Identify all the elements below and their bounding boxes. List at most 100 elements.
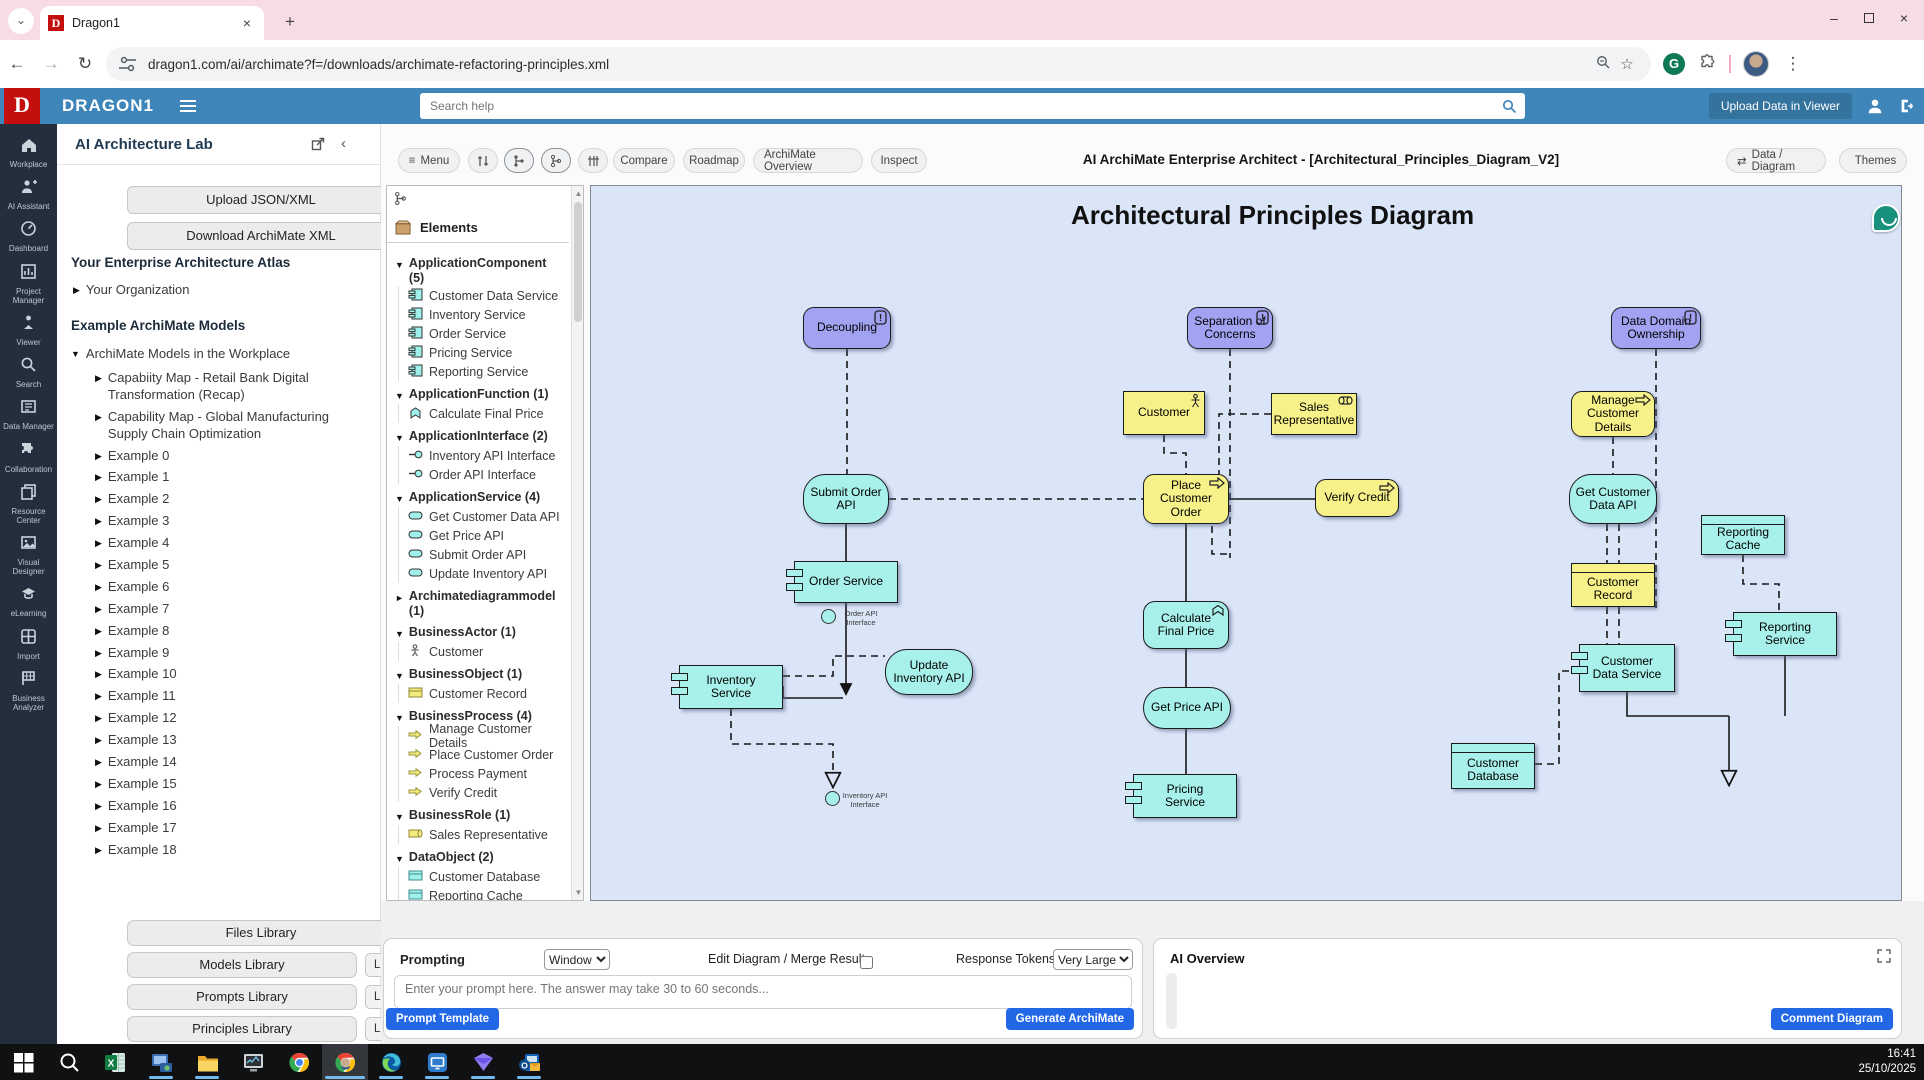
expand-arrow-icon[interactable]: ► [395,593,404,603]
element-item-customer-data-service[interactable]: Customer Data Service [408,286,565,305]
taskbar-outlook-icon[interactable]: O [506,1044,552,1080]
sidebar-item-archimate-models-root[interactable]: ▼ ArchiMate Models in the Workplace [71,346,290,361]
element-item-reporting-cache[interactable]: Reporting Cache [408,886,565,900]
collapse-arrow-icon[interactable]: ▼ [395,812,404,822]
sidebar-item-example-1[interactable]: ▶Example 1 [95,469,369,486]
expand-arrow-icon[interactable]: ▶ [95,560,102,571]
collapse-arrow-icon[interactable]: ▼ [71,349,80,359]
comment-diagram-button[interactable]: Comment Diagram [1770,1008,1893,1030]
tree-layout-icon[interactable] [504,148,534,173]
taskbar-start-icon[interactable] [0,1044,46,1080]
expand-arrow-icon[interactable]: ▶ [95,625,102,636]
back-icon[interactable]: ← [8,54,26,73]
taskbar-vpn-icon[interactable] [460,1044,506,1080]
account-icon[interactable] [1866,97,1884,115]
expand-arrow-icon[interactable]: ▶ [95,691,102,702]
sidebar-item-example-9[interactable]: ▶Example 9 [95,645,369,662]
themes-button[interactable]: Themes [1839,148,1907,173]
element-item-get-customer-data-api[interactable]: Get Customer Data API [408,507,565,526]
rail-item-data-manager[interactable]: Data Manager [1,398,57,431]
taskbar-chrome-profile-icon[interactable] [322,1044,368,1080]
sidebar-item-example-13[interactable]: ▶Example 13 [95,732,369,749]
data-diagram-toggle[interactable]: ⇄Data / Diagram [1726,148,1826,173]
rail-item-workplace[interactable]: Workplace [1,136,57,169]
dragon1-logo[interactable]: D [4,88,40,124]
expand-arrow-icon[interactable]: ▶ [95,713,102,724]
browser-menu-icon[interactable]: ⋮ [1784,54,1802,73]
expand-arrow-icon[interactable]: ▶ [95,757,102,768]
collapse-arrow-icon[interactable]: ▼ [395,260,404,270]
site-info-icon[interactable] [118,56,138,72]
element-group-header[interactable]: ▼BusinessProcess (4) [395,709,565,726]
prompts-library-button[interactable]: Prompts Library [127,984,357,1010]
profile-avatar[interactable] [1743,51,1769,77]
node-order-service[interactable]: Order Service [786,561,898,603]
taskbar-search-icon[interactable] [46,1044,92,1080]
taskbar-remote-desktop-icon[interactable] [138,1044,184,1080]
expand-arrow-icon[interactable]: ▶ [95,603,102,614]
expand-arrow-icon[interactable]: ▶ [95,538,102,549]
collapse-arrow-icon[interactable]: ▼ [395,854,404,864]
expand-arrow-icon[interactable]: ▶ [95,494,102,505]
expand-arrow-icon[interactable]: ▶ [95,778,102,789]
address-bar[interactable]: dragon1.com/ai/archimate?f=/downloads/ar… [106,47,1651,81]
node-verify-credit[interactable]: Verify Credit [1315,479,1399,517]
element-item-verify-credit[interactable]: Verify Credit [408,783,565,802]
element-group-header[interactable]: ▼BusinessActor (1) [395,625,565,642]
element-item-customer-record[interactable]: Customer Record [408,684,565,703]
element-item-order-service[interactable]: Order Service [408,324,565,343]
zoom-page-icon[interactable] [1591,55,1615,74]
sidebar-item-example-18[interactable]: ▶Example 18 [95,842,369,859]
upload-json-xml-button[interactable]: Upload JSON/XML [127,186,395,214]
expand-arrow-icon[interactable]: ▶ [95,647,102,658]
sidebar-item-example-5[interactable]: ▶Example 5 [95,557,369,574]
expand-arrow-icon[interactable]: ▶ [95,581,102,592]
sidebar-item-example-10[interactable]: ▶Example 10 [95,666,369,683]
rail-item-visual-designer[interactable]: Visual Designer [1,534,57,576]
taskbar-excel-icon[interactable]: X [92,1044,138,1080]
reload-icon[interactable]: ↻ [77,54,93,73]
scroll-up-icon[interactable]: ▲ [574,189,583,198]
expand-arrow-icon[interactable]: ▶ [95,472,102,483]
element-item-place-customer-order[interactable]: Place Customer Order [408,745,565,764]
window-select[interactable]: Window 1 [544,949,610,970]
element-group-header[interactable]: ▼ApplicationComponent (5) [395,256,565,286]
node-decoupling[interactable]: !Decoupling [803,307,891,349]
swimlane-tool-icon[interactable] [578,148,608,173]
prompt-input[interactable] [394,975,1132,1009]
element-item-customer[interactable]: Customer [408,642,565,661]
expand-arrow-icon[interactable]: ▶ [95,800,102,811]
taskbar-file-explorer-icon[interactable] [184,1044,230,1080]
hierarchy-layout-icon[interactable] [541,148,571,173]
diagram-canvas[interactable]: Architectural Principles Diagram !Decoup… [590,185,1902,901]
expand-arrow-icon[interactable]: ▶ [95,669,102,680]
expand-arrow-icon[interactable]: ▶ [95,411,102,422]
elements-vertical-scrollbar[interactable]: ▲ ▼ [571,186,583,900]
help-search-input[interactable] [428,98,1502,114]
rail-item-business-analyzer[interactable]: Business Analyzer [1,670,57,712]
element-item-calculate-final-price[interactable]: Calculate Final Price [408,404,565,423]
collapse-arrow-icon[interactable]: ▼ [395,629,404,639]
sidebar-item-example-17[interactable]: ▶Example 17 [95,820,369,837]
sidebar-item-example-0[interactable]: ▶Example 0 [95,448,369,465]
element-group-header[interactable]: ▼BusinessRole (1) [395,808,565,825]
taskbar-chrome-icon[interactable] [276,1044,322,1080]
element-item-inventory-service[interactable]: Inventory Service [408,305,565,324]
rail-item-import[interactable]: Import [1,628,57,661]
rail-item-project-manager[interactable]: Project Manager [1,263,57,305]
share-icon[interactable] [311,137,325,151]
diagram-menu-button[interactable]: ≡Menu [398,148,460,173]
element-group-header[interactable]: ►Archimatediagrammodel (1) [395,589,565,619]
